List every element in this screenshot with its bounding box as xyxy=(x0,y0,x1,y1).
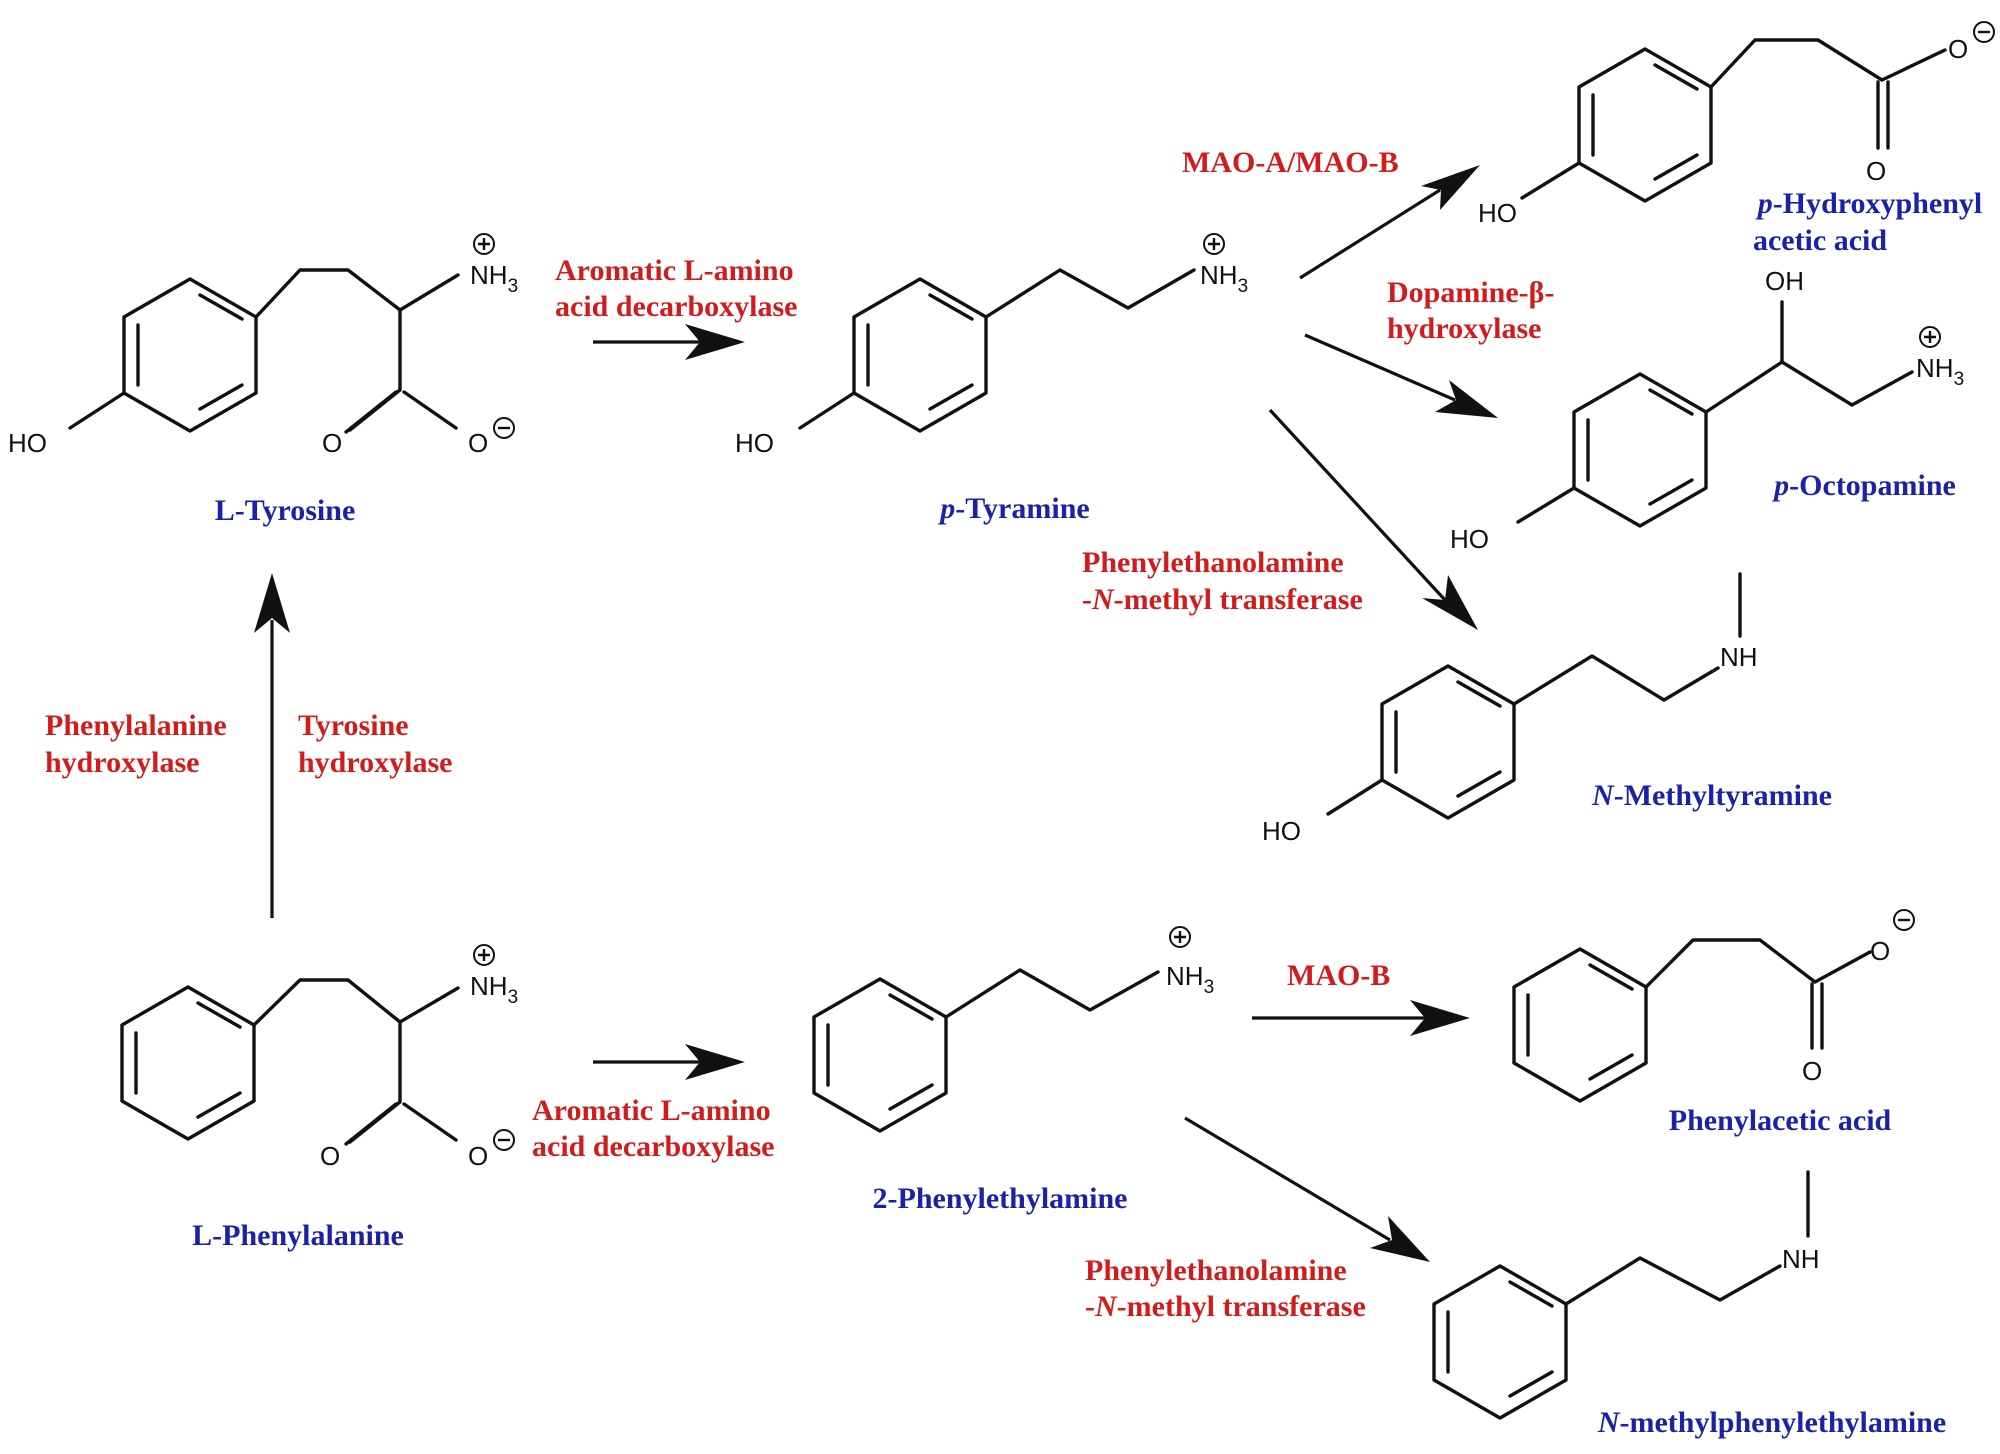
arrow-tyramine-to-n-methyltyramine xyxy=(1268,408,1478,630)
positive-charge-icon xyxy=(1918,325,1942,349)
enzyme-pnmt-top-line2: -N-methyl transferase xyxy=(1082,583,1363,616)
2-phenylethylamine-label: 2-Phenylethylamine xyxy=(873,1182,1128,1215)
amine-label: NH3 xyxy=(1200,260,1248,297)
enzyme-dbh-line1: Dopamine-β- xyxy=(1387,276,1554,309)
enzyme-pnmt-bottom-line1: Phenylethanolamine xyxy=(1085,1254,1347,1287)
enzyme-dbh-line2: hydroxylase xyxy=(1387,312,1541,345)
carbonyl-o-label: O xyxy=(320,1141,340,1171)
arrow-phenylethylamine-to-n-methylphenylethylamine xyxy=(1184,1116,1430,1262)
hydroxyl-label: HO xyxy=(1478,198,1517,228)
carboxylate-o-label: O xyxy=(468,428,488,458)
p-hydroxyphenyl-label-line1: p-Hydroxyphenyl xyxy=(1755,187,1983,220)
p-hydroxyphenyl-acetic-acid-structure: HO O O xyxy=(1478,20,1996,228)
p-tyramine-label: p-Tyramine xyxy=(937,492,1089,525)
n-methylphenylethylamine-label: N-methylphenylethylamine xyxy=(1597,1406,1946,1439)
negative-charge-icon xyxy=(1972,20,1996,44)
p-octopamine-label: p-Octopamine xyxy=(1771,469,1956,502)
hydroxyl-label: HO xyxy=(1262,816,1301,846)
amine-label: NH3 xyxy=(470,971,518,1008)
arrow-phenylalanine-to-phenylethylamine xyxy=(593,1044,745,1080)
l-tyrosine-label: L-Tyrosine xyxy=(215,494,356,527)
p-octopamine-structure: HO OH NH3 xyxy=(1450,266,1964,554)
carbonyl-o-label: O xyxy=(322,428,342,458)
p-tyramine-structure: HO NH3 xyxy=(735,232,1248,458)
carbonyl-o-label: O xyxy=(1866,156,1886,186)
carbonyl-o-label: O xyxy=(1802,1056,1822,1086)
enzyme-aadc-top-line1: Aromatic L-amino xyxy=(555,254,794,287)
enzyme-pnmt-top-line1: Phenylethanolamine xyxy=(1082,546,1344,579)
carboxylate-o-label: O xyxy=(468,1141,488,1171)
enzyme-th-line1: Tyrosine xyxy=(298,709,409,742)
phenylacetic-acid-structure: O O xyxy=(1512,908,1916,1103)
enzyme-pnmt-bottom-line2: -N-methyl transferase xyxy=(1085,1290,1366,1323)
secondary-amine-label: NH xyxy=(1720,642,1758,672)
l-tyrosine-structure: HO NH3 O O xyxy=(8,232,518,458)
positive-charge-icon xyxy=(472,943,496,967)
hydroxyl-label: HO xyxy=(1450,524,1489,554)
carboxylate-o-label: O xyxy=(1948,34,1968,64)
hydroxyl-label: OH xyxy=(1765,266,1804,296)
enzyme-pah-line2: hydroxylase xyxy=(45,746,199,779)
n-methylphenylethylamine-structure: NH xyxy=(1432,1170,1820,1420)
arrow-tyramine-to-octopamine xyxy=(1304,333,1498,418)
enzyme-pah-line1: Phenylalanine xyxy=(45,709,227,742)
arrow-tyrosine-to-tyramine xyxy=(593,324,745,360)
negative-charge-icon xyxy=(492,416,516,440)
carboxylate-o-label: O xyxy=(1870,936,1890,966)
positive-charge-icon xyxy=(472,232,496,256)
reaction-arrows xyxy=(254,165,1498,1262)
2-phenylethylamine-structure: NH3 xyxy=(812,925,1214,1133)
enzyme-aadc-bottom-line1: Aromatic L-amino xyxy=(532,1094,771,1127)
hydroxyl-label: HO xyxy=(8,428,47,458)
enzyme-th-line2: hydroxylase xyxy=(298,746,452,779)
secondary-amine-label: NH xyxy=(1782,1244,1820,1274)
n-methyltyramine-label: N-Methyltyramine xyxy=(1591,779,1832,812)
n-methyltyramine-structure: HO NH xyxy=(1262,572,1758,846)
enzyme-mao-ab: MAO-A/MAO-B xyxy=(1182,146,1399,179)
arrow-phenylethylamine-to-phenylacetic xyxy=(1252,1000,1470,1036)
amine-label: NH3 xyxy=(1916,353,1964,390)
l-phenylalanine-structure: NH3 O O xyxy=(120,943,518,1171)
amine-label: NH3 xyxy=(470,260,518,297)
l-phenylalanine-label: L-Phenylalanine xyxy=(192,1219,404,1252)
enzyme-aadc-top-line2: acid decarboxylase xyxy=(555,290,797,323)
enzyme-aadc-bottom-line2: acid decarboxylase xyxy=(532,1130,774,1163)
enzyme-mao-b: MAO-B xyxy=(1287,959,1390,992)
arrow-phenylalanine-to-tyrosine xyxy=(254,573,290,918)
amine-label: NH3 xyxy=(1166,961,1214,998)
hydroxyl-label: HO xyxy=(735,428,774,458)
phenylacetic-acid-label: Phenylacetic acid xyxy=(1669,1104,1892,1137)
positive-charge-icon xyxy=(1168,925,1192,949)
negative-charge-icon xyxy=(492,1128,516,1152)
p-hydroxyphenyl-label-line2: acetic acid xyxy=(1753,224,1887,257)
positive-charge-icon xyxy=(1202,232,1226,256)
arrow-tyramine-to-hydroxyphenylacetic xyxy=(1299,165,1480,280)
negative-charge-icon xyxy=(1892,908,1916,932)
